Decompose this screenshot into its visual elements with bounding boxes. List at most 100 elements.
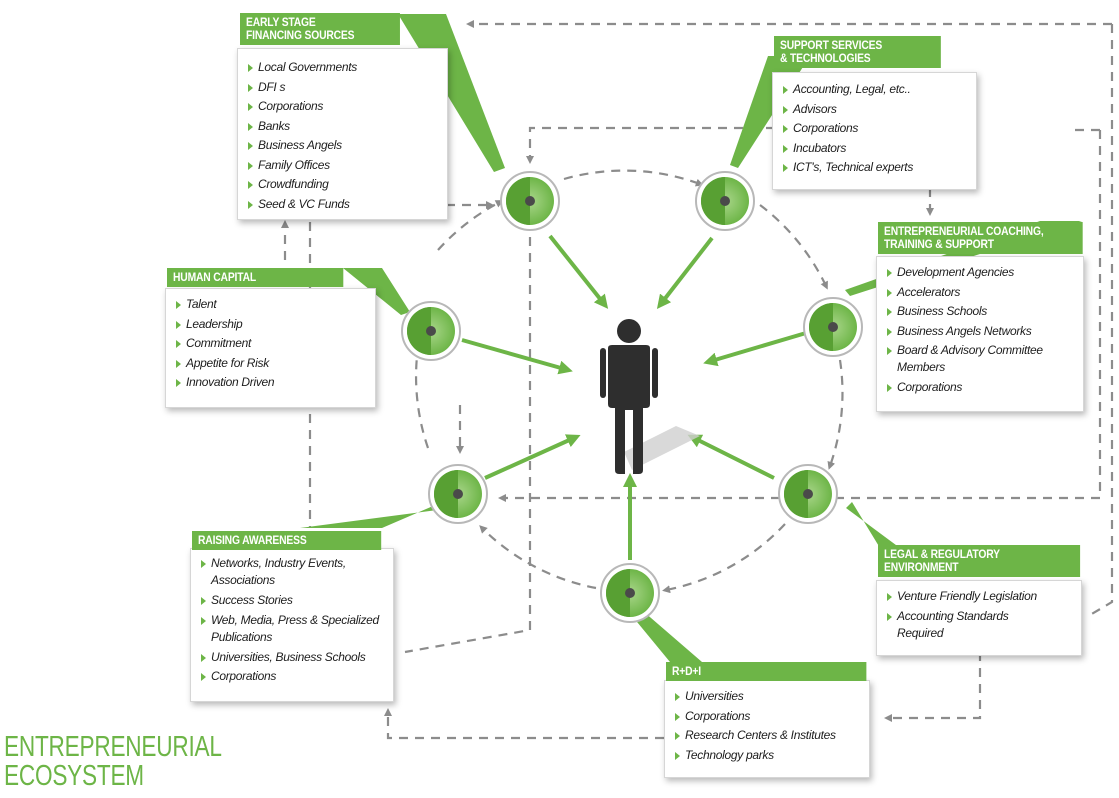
coaching-heading: ENTREPRENEURIAL COACHING, TRAINING & SUP…: [878, 222, 1083, 254]
bullet-icon: [248, 181, 253, 189]
bullet-icon: [887, 347, 892, 355]
rdi-box: Universities Corporations Research Cente…: [664, 680, 870, 778]
early-stage-financing-box: Local Governments DFI s Corporations Ban…: [237, 48, 448, 220]
list-item: Incubators: [781, 139, 913, 159]
bullet-icon: [675, 712, 680, 721]
list-item: Accounting, Legal, etc..: [781, 80, 913, 100]
list-item: Business Schools: [885, 302, 1079, 322]
early-stage-list: Local Governments DFI s Corporations Ban…: [246, 58, 357, 214]
bullet-icon: [248, 64, 253, 72]
node-human-capital: [401, 301, 461, 361]
bullet-icon: [248, 200, 253, 209]
support-services-list: Accounting, Legal, etc.. Advisors Corpor…: [781, 80, 913, 178]
raising-awareness-list: Networks, Industry Events, Associations …: [199, 554, 393, 687]
bullet-icon: [675, 751, 680, 760]
raising-awareness-heading: RAISING AWARENESS: [192, 531, 382, 550]
support-services-heading: SUPPORT SERVICES & TECHNOLOGIES: [774, 36, 941, 68]
bullet-icon: [887, 269, 892, 277]
list-item: Crowdfunding: [246, 175, 357, 195]
list-item: Family Offices: [246, 156, 357, 176]
list-item: Venture Friendly Legislation: [885, 587, 1079, 607]
bullet-icon: [176, 379, 181, 387]
bullet-icon: [176, 301, 181, 309]
list-item: Corporations: [199, 667, 393, 687]
list-item: Technology parks: [673, 746, 836, 766]
list-item: Banks: [246, 117, 357, 137]
bullet-icon: [201, 673, 206, 681]
list-item: Appetite for Risk: [174, 354, 274, 374]
list-item: Business Angels Networks: [885, 322, 1079, 342]
node-early-stage: [500, 171, 560, 231]
list-item: Universities, Business Schools: [199, 648, 393, 668]
list-item: Web, Media, Press & Specialized Publicat…: [199, 611, 393, 648]
bullet-icon: [176, 359, 181, 368]
list-item: Accelerators: [885, 283, 1079, 303]
list-item: Corporations: [781, 119, 913, 139]
human-capital-list: Talent Leadership Commitment Appetite fo…: [174, 295, 275, 393]
list-item: Success Stories: [199, 591, 393, 611]
bullet-icon: [248, 103, 253, 111]
support-services-box: Accounting, Legal, etc.. Advisors Corpor…: [772, 72, 977, 190]
node-support-services: [695, 171, 755, 231]
bullet-icon: [887, 612, 892, 621]
coaching-box: Development Agencies Accelerators Busine…: [876, 256, 1084, 412]
bullet-icon: [887, 308, 892, 316]
rdi-list: Universities Corporations Research Cente…: [673, 687, 836, 765]
bullet-icon: [201, 616, 206, 625]
bullet-icon: [887, 288, 892, 297]
bullet-icon: [201, 653, 206, 662]
list-item: ICT's, Technical experts: [781, 158, 913, 178]
bullet-icon: [201, 597, 206, 605]
node-legal: [778, 464, 838, 524]
list-item: DFI s: [246, 78, 357, 98]
bullet-icon: [783, 144, 788, 153]
legal-regulatory-box: Venture Friendly Legislation Accounting …: [876, 580, 1082, 656]
list-item: Corporations: [246, 97, 357, 117]
bullet-icon: [675, 732, 680, 740]
list-item: Advisors: [781, 100, 913, 120]
list-item: Leadership: [174, 315, 274, 335]
person-icon: [600, 319, 700, 474]
ecosystem-nodes: [401, 171, 863, 623]
list-item: Corporations: [885, 378, 1079, 398]
node-coaching: [803, 297, 863, 357]
list-item: Local Governments: [246, 58, 357, 78]
list-item: Networks, Industry Events, Associations: [199, 554, 393, 591]
list-item: Development Agencies: [885, 263, 1079, 283]
node-raising-awareness: [428, 464, 488, 524]
node-rdi: [600, 563, 660, 623]
bullet-icon: [675, 693, 680, 701]
bullet-icon: [783, 164, 788, 172]
coaching-list: Development Agencies Accelerators Busine…: [885, 263, 1079, 398]
list-item: Universities: [673, 687, 836, 707]
bullet-icon: [176, 340, 181, 348]
bullet-icon: [887, 327, 892, 336]
center-arrows: [461, 234, 807, 560]
bullet-icon: [248, 161, 253, 170]
human-capital-heading: HUMAN CAPITAL: [167, 268, 344, 287]
raising-awareness-box: Networks, Industry Events, Associations …: [190, 548, 394, 702]
bullet-icon: [248, 142, 253, 150]
bullet-icon: [248, 122, 253, 131]
bullet-icon: [783, 86, 788, 94]
bullet-icon: [783, 125, 788, 133]
legal-regulatory-list: Venture Friendly Legislation Accounting …: [885, 587, 1079, 644]
list-item: Talent: [174, 295, 274, 315]
bullet-icon: [887, 593, 892, 601]
list-item: Corporations: [673, 707, 836, 727]
list-item: Business Angels: [246, 136, 357, 156]
bullet-icon: [201, 560, 206, 568]
rdi-heading: R+D+I: [666, 662, 867, 681]
bullet-icon: [176, 320, 181, 329]
human-capital-box: Talent Leadership Commitment Appetite fo…: [165, 288, 376, 408]
bullet-icon: [783, 105, 788, 114]
page-title: ENTREPRENEURIAL ECOSYSTEM: [4, 731, 222, 792]
list-item: Research Centers & Institutes: [673, 726, 836, 746]
early-stage-heading: EARLY STAGE FINANCING SOURCES: [240, 13, 400, 45]
list-item: Commitment: [174, 334, 274, 354]
list-item: Board & Advisory Committee Members: [885, 341, 1079, 378]
list-item: Accounting Standards Required: [885, 607, 1037, 644]
list-item: Innovation Driven: [174, 373, 275, 393]
list-item: Seed & VC Funds: [246, 195, 357, 215]
